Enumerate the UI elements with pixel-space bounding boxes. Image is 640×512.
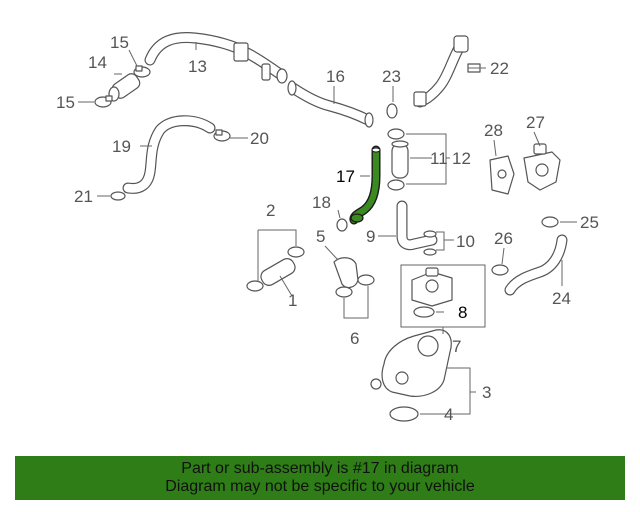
part-20-clamp[interactable] — [213, 129, 231, 142]
callout-24: 24 — [552, 289, 571, 308]
callout-23: 23 — [382, 67, 401, 86]
part-22-pipe[interactable] — [413, 35, 481, 108]
callout-19: 19 — [112, 137, 131, 156]
callout-5: 5 — [316, 227, 325, 246]
callout-11: 11 — [430, 149, 448, 168]
part-14-hose[interactable] — [108, 71, 142, 102]
callout-8: 8 — [458, 303, 467, 322]
callout-6: 6 — [350, 329, 359, 348]
part-6-clamp-right[interactable] — [357, 274, 375, 286]
part-15-clamp-lower[interactable] — [94, 95, 113, 108]
callout-9: 9 — [366, 227, 375, 246]
callout-15-upper: 15 — [110, 33, 129, 52]
part-5-hose[interactable] — [333, 257, 359, 289]
callout-2: 2 — [266, 201, 275, 220]
part-4-gasket[interactable] — [389, 406, 419, 422]
callout-1: 1 — [288, 291, 297, 310]
part-24-hose[interactable] — [504, 234, 568, 296]
part-6-clamp-left[interactable] — [335, 286, 353, 298]
part-27-housing[interactable] — [523, 143, 561, 191]
leader-lines — [78, 42, 577, 415]
part-9-pipe[interactable] — [396, 200, 438, 251]
part-12-clamp-upper[interactable] — [387, 128, 405, 140]
part-17-highlighted[interactable] — [349, 145, 381, 225]
callout-21: 21 — [74, 187, 93, 206]
part-7-assembly[interactable] — [400, 264, 486, 328]
part-8-gasket[interactable] — [413, 306, 435, 318]
callout-7: 7 — [452, 337, 461, 356]
callout-12: 12 — [452, 149, 471, 168]
part-10-seal-lower[interactable] — [423, 248, 437, 256]
part-15-clamp-upper[interactable] — [133, 65, 151, 78]
parts-diagram: 13 14 15 15 16 19 20 21 22 23 11 12 17 1… — [56, 32, 599, 424]
callout-27: 27 — [526, 113, 545, 132]
part-notice-banner: Part or sub-assembly is #17 in diagram D… — [15, 456, 625, 500]
part-10-seal-upper[interactable] — [423, 230, 437, 238]
part-25-clamp[interactable] — [541, 216, 559, 228]
callouts: 13 14 15 15 16 19 20 21 22 23 11 12 17 1… — [56, 33, 599, 424]
part-19-hose[interactable] — [122, 115, 216, 194]
callout-15-lower: 15 — [56, 93, 75, 112]
part-12-clamp-lower[interactable] — [387, 179, 405, 191]
callout-4: 4 — [444, 405, 453, 424]
callout-26: 26 — [494, 229, 513, 248]
callout-17: 17 — [336, 167, 355, 186]
banner-line-1: Part or sub-assembly is #17 in diagram — [181, 460, 459, 477]
callout-22: 22 — [490, 59, 509, 78]
callout-13: 13 — [188, 57, 207, 76]
callout-20: 20 — [250, 129, 269, 148]
part-21-clamp[interactable] — [110, 191, 126, 201]
part-1-hose[interactable] — [258, 256, 297, 288]
banner-line-2: Diagram may not be specific to your vehi… — [165, 478, 475, 495]
part-2-clamp-lower[interactable] — [246, 280, 264, 292]
callout-28: 28 — [484, 121, 503, 140]
part-18-seal[interactable] — [336, 218, 348, 232]
part-13-hose[interactable] — [144, 32, 288, 84]
part-16-hose[interactable] — [287, 80, 374, 128]
part-3-water-pump[interactable] — [370, 329, 452, 397]
part-26-clamp[interactable] — [491, 264, 509, 276]
callout-16: 16 — [326, 67, 345, 86]
part-23-seal[interactable] — [386, 103, 398, 119]
callout-18: 18 — [312, 193, 331, 212]
callout-10: 10 — [456, 232, 475, 251]
part-2-clamp-upper[interactable] — [287, 246, 305, 258]
part-28-gasket[interactable] — [489, 155, 515, 195]
callout-25: 25 — [580, 213, 599, 232]
callout-3: 3 — [482, 383, 491, 402]
callout-14: 14 — [88, 53, 107, 72]
part-11-hose[interactable] — [391, 140, 409, 179]
